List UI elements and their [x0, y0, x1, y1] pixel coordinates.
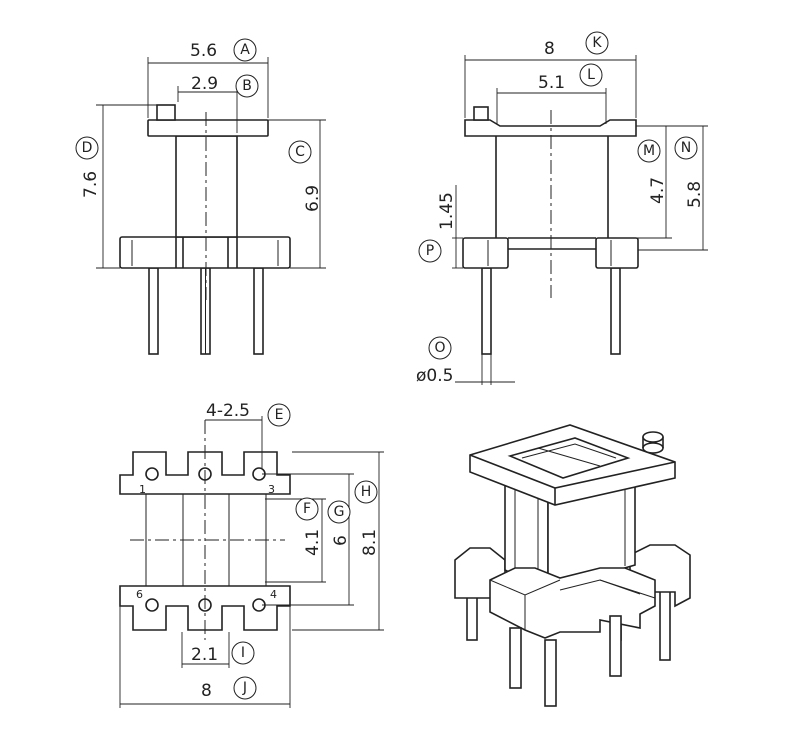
svg-text:K: K	[592, 35, 602, 51]
iso-pin-front-right	[609, 615, 622, 677]
callout-p	[418, 239, 442, 263]
pin-label-4: 4	[270, 588, 277, 601]
dim-b-value: 2.9	[191, 74, 218, 94]
callout-a	[233, 38, 257, 62]
callout-f	[295, 497, 319, 521]
callout-k	[585, 31, 609, 55]
callout-j	[233, 676, 257, 700]
callouts: A B C D E F G H I J K L M N O P	[75, 31, 698, 700]
bottom-view: 1 3 6 4 4-2.5 4.1 6 8.1 2.1 8	[119, 401, 384, 708]
callout-c	[288, 140, 312, 164]
callout-d	[75, 136, 99, 160]
dim-h-value: 8.1	[360, 529, 380, 556]
dim-a-value: 5.6	[190, 41, 217, 61]
callout-h	[354, 480, 378, 504]
svg-text:F: F	[303, 501, 311, 517]
svg-text:H: H	[361, 484, 372, 500]
svg-text:G: G	[334, 504, 345, 520]
svg-text:B: B	[242, 78, 252, 94]
dim-o-value: ø0.5	[416, 366, 453, 386]
svg-text:O: O	[434, 340, 445, 356]
pin-label-3: 3	[268, 483, 275, 496]
side-pin-left	[481, 267, 492, 355]
iso-pin-front-left	[509, 627, 522, 689]
side-bottom-flange-left	[462, 237, 509, 269]
isometric-view	[454, 424, 691, 707]
dim-c-value: 6.9	[303, 185, 323, 212]
side-top-stud	[473, 106, 489, 121]
callout-g	[327, 500, 351, 524]
svg-text:D: D	[82, 140, 93, 156]
callout-i	[231, 641, 255, 665]
callout-e	[267, 403, 291, 427]
front-pin-left	[148, 267, 159, 355]
svg-text:C: C	[295, 144, 305, 160]
front-top-stud	[156, 104, 176, 121]
pin-hole-1	[145, 467, 159, 481]
side-view: 8 5.1 4.7 5.8 1.45 ø0.5	[416, 39, 708, 386]
dim-g-value: 6	[331, 535, 351, 546]
pin-label-1: 1	[139, 483, 146, 496]
svg-text:M: M	[643, 143, 655, 159]
iso-pin-front-middle	[544, 639, 557, 707]
dim-l-value: 5.1	[538, 73, 565, 93]
dim-k-value: 8	[544, 39, 555, 59]
iso-stud	[642, 442, 664, 454]
dim-p-value: 1.45	[437, 192, 457, 230]
dim-i-value: 2.1	[191, 645, 218, 665]
svg-text:A: A	[240, 42, 250, 58]
pin-hole-6	[145, 598, 159, 612]
dim-n-value: 5.8	[685, 181, 705, 208]
svg-text:J: J	[242, 680, 247, 696]
callout-o	[428, 336, 452, 360]
callout-b	[235, 74, 259, 98]
pin-label-6: 6	[136, 588, 143, 601]
side-pin-right	[610, 267, 621, 355]
callout-n	[674, 136, 698, 160]
svg-text:E: E	[275, 407, 284, 423]
front-view: 5.6 2.9 7.6 6.9	[81, 41, 326, 355]
front-pin-right	[253, 267, 264, 355]
svg-text:I: I	[241, 645, 245, 661]
dim-f-value: 4.1	[303, 529, 323, 556]
front-top-flange	[147, 119, 269, 137]
dim-m-value: 4.7	[648, 177, 668, 204]
side-bottom-flange-right	[595, 237, 639, 269]
svg-text:P: P	[426, 243, 434, 259]
front-bottom-flange	[119, 236, 291, 269]
dim-d-value: 7.6	[81, 171, 101, 198]
svg-text:N: N	[681, 140, 691, 156]
dim-j-value: 8	[201, 681, 212, 701]
callout-l	[579, 63, 603, 87]
svg-text:L: L	[587, 67, 595, 83]
callout-m	[637, 139, 661, 163]
dim-e-value: 4-2.5	[206, 401, 250, 421]
